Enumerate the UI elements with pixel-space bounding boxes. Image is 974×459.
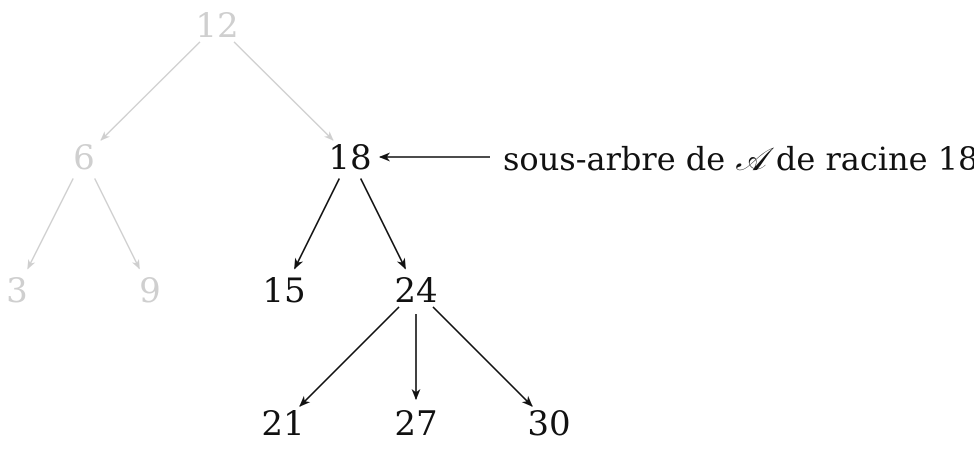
edge-24-to-21 — [299, 306, 400, 407]
edges-layer — [27, 41, 533, 407]
nodes-layer: 12 6 18 3 9 15 24 21 27 30 — [6, 6, 570, 444]
tree-node-27: 27 — [394, 404, 437, 444]
tree-node-15: 15 — [262, 271, 305, 311]
edge-12-to-18 — [233, 41, 334, 141]
tree-node-3: 3 — [6, 271, 28, 311]
edge-18-to-15 — [293, 178, 341, 270]
tree-node-21: 21 — [261, 404, 304, 444]
annotation-label: sous-arbre de 𝒜 de racine 18 — [503, 140, 974, 178]
edge-6-to-9 — [94, 178, 140, 270]
annotation-text-after: de racine 18 — [766, 140, 974, 178]
tree-node-30: 30 — [527, 404, 570, 444]
annotation-text-before: sous-arbre de — [503, 140, 735, 178]
tree-node-6: 6 — [73, 138, 95, 178]
edge-6-to-3 — [27, 178, 74, 270]
tree-node-24: 24 — [394, 271, 437, 311]
tree-node-9: 9 — [139, 271, 161, 311]
tree-node-18: 18 — [328, 138, 371, 178]
edge-24-to-30 — [432, 306, 533, 407]
edge-12-to-6 — [100, 41, 201, 141]
tree-node-12: 12 — [195, 6, 238, 46]
edge-18-to-24 — [359, 178, 407, 270]
